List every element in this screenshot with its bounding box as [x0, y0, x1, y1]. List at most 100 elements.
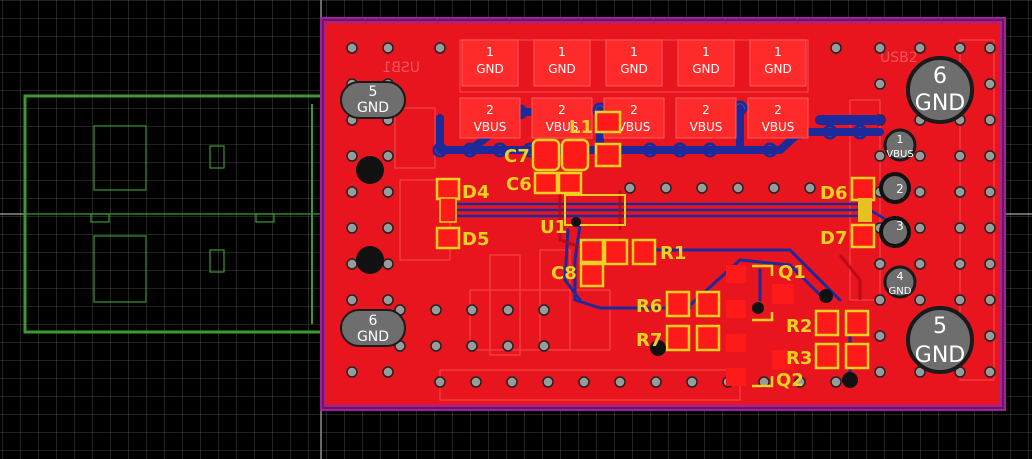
pad-number: 5 — [369, 84, 378, 100]
right-pin-2[interactable]: 2 — [879, 172, 911, 204]
via — [804, 182, 816, 194]
via — [874, 258, 886, 270]
via — [346, 294, 358, 306]
designators: C7 C6 L1 U1 D4 D5 D6 D7 C8 R1 R6 R7 Q1 Q… — [462, 117, 847, 391]
via — [466, 304, 478, 316]
via — [984, 222, 996, 234]
via — [984, 366, 996, 378]
pad-net: GND — [692, 62, 720, 76]
via — [466, 340, 478, 352]
right-pin-1-vbus[interactable]: 1 VBUS — [883, 128, 917, 162]
pin-number: 1 — [897, 133, 904, 146]
pad-number: 2 — [558, 103, 566, 117]
right-pin-3[interactable]: 3 — [879, 216, 911, 248]
pad-number: 6 — [369, 313, 378, 329]
right-mounting-hole-6[interactable]: 6 GND — [906, 56, 974, 124]
label-R6: R6 — [636, 296, 662, 317]
pad-net: GND — [476, 62, 504, 76]
right-pin-4-gnd[interactable]: 4 GND — [883, 265, 917, 299]
via — [650, 376, 662, 388]
label-R3: R3 — [786, 348, 812, 369]
pad-net: VBUS — [474, 120, 507, 134]
via — [954, 294, 966, 306]
via — [984, 186, 996, 198]
via — [984, 114, 996, 126]
pad-net: VBUS — [690, 120, 723, 134]
pin-number: 3 — [896, 219, 904, 233]
pad-number: 2 — [630, 103, 638, 117]
via — [578, 376, 590, 388]
via — [954, 222, 966, 234]
usb-pin-pads: 1GND2VBUS1GND2VBUS1GND2VBUS1GND2VBUS1GND… — [459, 39, 809, 139]
label-R1: R1 — [660, 243, 686, 264]
right-mounting-hole-5[interactable]: 5 GND — [906, 306, 974, 374]
via — [914, 150, 926, 162]
via — [434, 376, 446, 388]
label-D6: D6 — [820, 183, 847, 204]
tented-vias — [356, 156, 858, 388]
via — [346, 222, 358, 234]
pad-net: GND — [915, 91, 965, 116]
via — [954, 186, 966, 198]
via — [984, 150, 996, 162]
pad-number: 2 — [486, 103, 494, 117]
pad-number: 2 — [774, 103, 782, 117]
label-D7: D7 — [820, 228, 847, 249]
via — [624, 182, 636, 194]
via — [430, 340, 442, 352]
pad-net: VBUS — [618, 120, 651, 134]
silk-label-usb1: USB1 — [382, 60, 420, 76]
via — [434, 42, 446, 54]
pad-net: GND — [357, 329, 389, 345]
pad-number: 1 — [486, 45, 494, 59]
pin-net: GND — [889, 286, 912, 297]
pad-net: GND — [620, 62, 648, 76]
label-D4: D4 — [462, 182, 489, 203]
via — [914, 42, 926, 54]
pad-net: GND — [915, 343, 965, 368]
label-C8: C8 — [551, 263, 577, 284]
pad-number: 1 — [774, 45, 782, 59]
via — [346, 258, 358, 270]
via — [346, 366, 358, 378]
pad-number: 1 — [702, 45, 710, 59]
via — [382, 186, 394, 198]
via — [874, 330, 886, 342]
via — [430, 304, 442, 316]
component-pads — [435, 110, 876, 388]
via — [506, 376, 518, 388]
pad-number: 6 — [933, 64, 947, 89]
pad-net: VBUS — [546, 120, 579, 134]
via — [686, 376, 698, 388]
via — [538, 340, 550, 352]
via — [830, 42, 842, 54]
pad-net: GND — [357, 100, 389, 116]
via — [984, 258, 996, 270]
via — [830, 376, 842, 388]
pad-net: GND — [548, 62, 576, 76]
via — [696, 182, 708, 194]
via — [382, 258, 394, 270]
via — [382, 150, 394, 162]
via — [914, 294, 926, 306]
via — [614, 376, 626, 388]
via — [984, 330, 996, 342]
silk-label-usb2: USB2 — [880, 50, 918, 66]
via — [346, 150, 358, 162]
left-mounting-pad-6[interactable]: 6 GND — [340, 309, 406, 347]
pin-number: 2 — [896, 182, 904, 196]
via — [984, 78, 996, 90]
via — [794, 376, 806, 388]
left-mounting-pad-5[interactable]: 5 GND — [340, 81, 406, 119]
